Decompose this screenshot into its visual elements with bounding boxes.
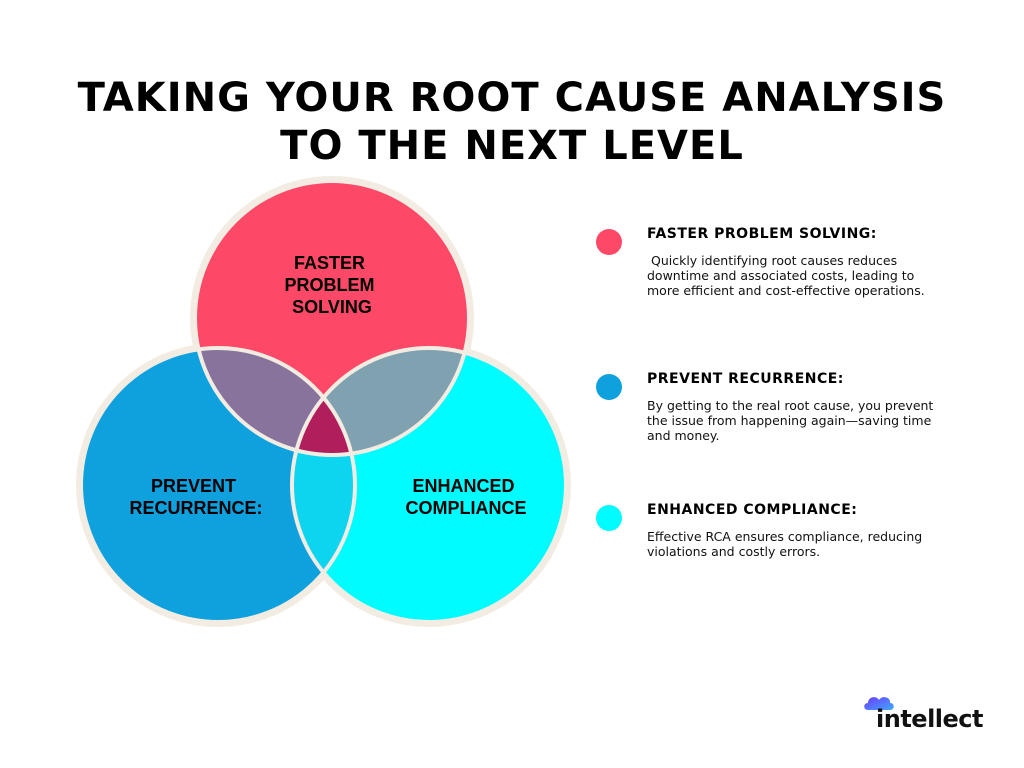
legend-dot-compliance-icon <box>596 505 622 531</box>
label-faster-line-1: FASTER <box>294 253 365 273</box>
divider-faster <box>193 179 471 457</box>
divider-prevent <box>79 346 357 624</box>
cloud-logo-icon <box>864 697 894 710</box>
legend-desc-prevent: By getting to the real root cause, you p… <box>647 398 938 443</box>
logo-text: intellect <box>876 705 984 733</box>
label-prevent-line-1: PREVENT <box>151 476 236 496</box>
legend-desc-compliance: Effective RCA ensures compliance, reduci… <box>647 529 927 559</box>
venn-overlaps <box>195 348 469 622</box>
legend-dot-faster-icon <box>596 229 622 255</box>
overlap-faster-prevent <box>195 348 355 455</box>
legend-heading-prevent: PREVENT RECURRENCE: <box>647 371 844 387</box>
label-prevent: PREVENT RECURRENCE: <box>129 476 262 518</box>
overlap-faster-compliance <box>292 348 469 455</box>
page-title: TAKING YOUR ROOT CAUSE ANALYSIS TO THE N… <box>0 74 1024 170</box>
legend-desc-faster: Quickly identifying root causes reduces … <box>647 253 925 298</box>
label-prevent-line-2: RECURRENCE: <box>129 498 262 518</box>
title-line-2: TO THE NEXT LEVEL <box>280 123 744 169</box>
label-faster: FASTER PROBLEM SOLVING <box>284 253 379 317</box>
label-faster-line-3: SOLVING <box>292 297 372 317</box>
label-compliance-line-2: COMPLIANCE <box>406 498 527 518</box>
label-faster-line-2: PROBLEM <box>284 275 374 295</box>
divider-compliance <box>290 346 568 624</box>
label-compliance: ENHANCED COMPLIANCE <box>406 476 527 518</box>
legend-dot-prevent-icon <box>596 374 622 400</box>
legend-heading-faster: FASTER PROBLEM SOLVING: <box>647 226 877 242</box>
legend-heading-compliance: ENHANCED COMPLIANCE: <box>647 502 858 518</box>
title-line-1: TAKING YOUR ROOT CAUSE ANALYSIS <box>77 75 947 121</box>
venn-divider-lines <box>79 179 568 624</box>
venn-diagram: FASTER PROBLEM SOLVING PREVENT RECURRENC… <box>76 176 571 627</box>
label-compliance-line-1: ENHANCED <box>412 476 514 496</box>
intellect-logo: intellect <box>862 692 992 742</box>
